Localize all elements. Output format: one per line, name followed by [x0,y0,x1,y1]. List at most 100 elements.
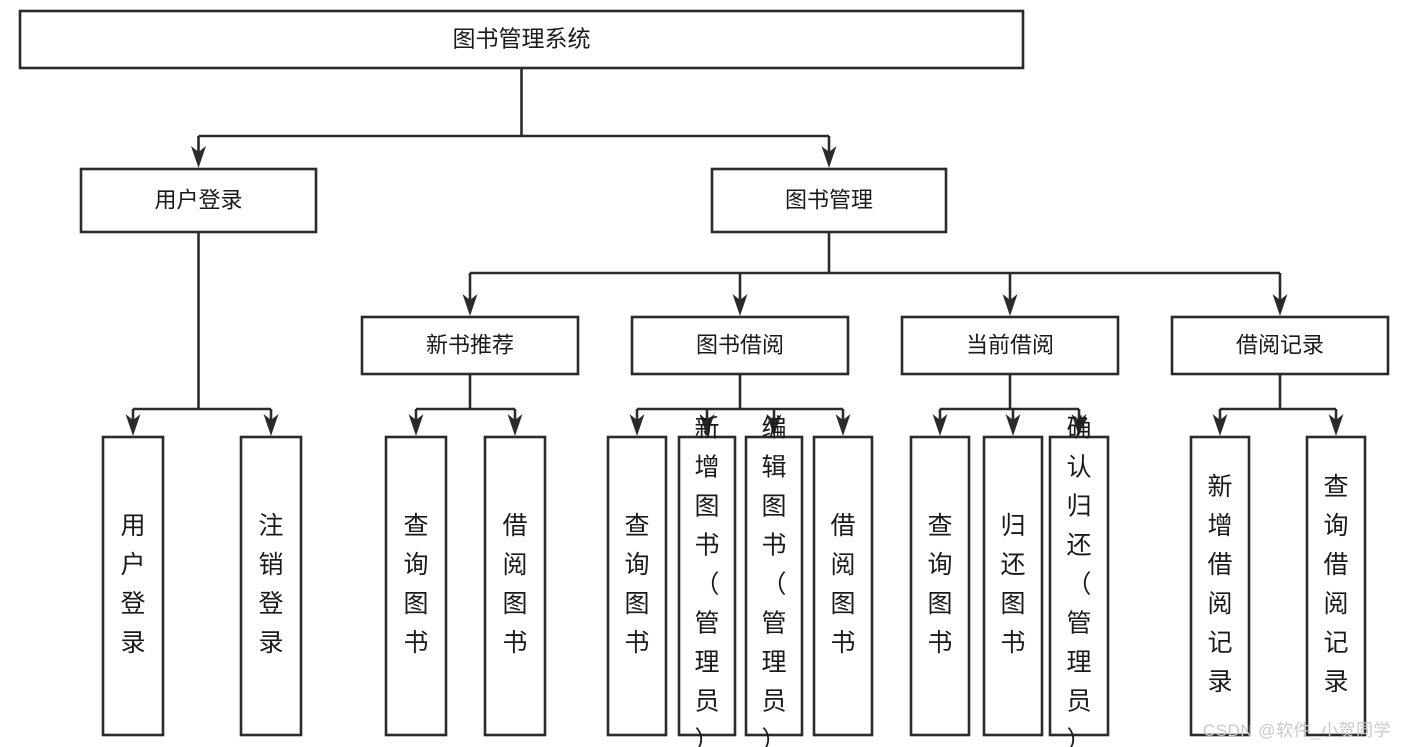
node-box-leaf-borrow-book-2[interactable] [812,435,874,737]
connector-group-book-manage [462,232,1288,316]
node-user-login[interactable]: 用户登录 [79,167,318,234]
label-char: 借 [830,512,855,540]
node-box-leaf-logout[interactable] [239,435,303,737]
arrowhead-user-login [191,146,206,168]
label-char: 还 [1066,532,1091,560]
label-char: 图 [403,590,428,618]
node-box-leaf-confirm-return[interactable] [1048,435,1110,737]
node-label-leaf-user-login: 用户登录 [120,512,145,657]
label-char: 还 [1000,551,1025,579]
node-box-leaf-query-book-3[interactable] [909,435,971,737]
node-label-root: 图书管理系统 [453,26,591,52]
label-char: 询 [1323,512,1348,540]
connector-group-borrow-record [1212,374,1344,436]
label-char: 归 [1000,512,1025,540]
node-current-borrow[interactable]: 当前借阅 [900,315,1120,376]
node-box-new-book-rec[interactable] [360,315,580,376]
node-box-current-borrow[interactable] [900,315,1120,376]
node-box-borrow-record[interactable] [1170,315,1390,376]
label-char: 录 [120,629,145,657]
node-borrow-record[interactable]: 借阅记录 [1170,315,1390,376]
connector-group-user-login [125,232,279,436]
node-box-leaf-edit-book[interactable] [744,435,804,737]
label-char: 注 [258,512,283,540]
label-char: ） [694,727,719,747]
label-char: 认 [1066,454,1091,482]
label-char: 录 [258,629,283,657]
arrowhead-leaf-confirm-return [1071,414,1087,436]
node-box-book-manage[interactable] [710,167,948,234]
label-char: （ [1066,571,1091,599]
node-box-root[interactable] [18,9,1025,70]
node-leaf-user-login[interactable]: 用户登录 [101,435,165,737]
label-char: 新 [1207,473,1232,501]
label-char: 查 [624,512,649,540]
label-char: 查 [403,512,428,540]
node-label-current-borrow: 当前借阅 [966,332,1054,357]
arrowhead-leaf-borrow-book-1 [507,414,523,436]
arrowhead-leaf-user-login [125,414,141,436]
node-book-manage[interactable]: 图书管理 [710,167,948,234]
arrowhead-leaf-query-record [1328,414,1344,436]
node-box-leaf-add-record[interactable] [1189,435,1251,737]
node-box-leaf-query-book-1[interactable] [384,435,448,737]
node-box-leaf-borrow-book-1[interactable] [483,435,547,737]
node-box-book-borrow[interactable] [630,315,850,376]
node-new-book-rec[interactable]: 新书推荐 [360,315,580,376]
label-char: 图 [927,590,952,618]
arrowhead-book-borrow [732,294,748,316]
arrowhead-leaf-return-book [1005,414,1021,436]
node-box-leaf-user-login[interactable] [101,435,165,737]
label-char: 理 [761,649,786,677]
label-char: 书 [502,629,527,657]
label-char: 询 [624,551,649,579]
label-char: 借 [1323,551,1348,579]
arrowhead-new-book-rec [462,294,478,316]
label-char: 员 [761,688,786,716]
label-char: （ [694,571,719,599]
connector-group-new-book-rec [408,374,523,436]
arrowhead-leaf-edit-book [766,414,782,436]
label-char: 员 [694,688,719,716]
label-char: 书 [830,629,855,657]
label-char: 登 [258,590,283,618]
label-char: 询 [403,551,428,579]
node-box-leaf-query-record[interactable] [1305,435,1367,737]
arrowhead-leaf-add-book [699,414,715,436]
connector-group-book-borrow [629,374,851,436]
label-char: 销 [258,551,283,579]
node-box-user-login[interactable] [79,167,318,234]
label-char: 图 [761,493,786,521]
label-char: 书 [1000,629,1025,657]
label-char: 借 [502,512,527,540]
node-box-leaf-query-book-2[interactable] [606,435,668,737]
node-box-leaf-add-book[interactable] [677,435,737,737]
arrowhead-book-manage [821,146,837,168]
label-char: 录 [1207,668,1232,696]
node-layer: 图书管理系统用户登录图书管理新书推荐图书借阅当前借阅借阅记录用户登录注销登录查询… [18,9,1390,747]
label-char: ） [1066,727,1091,747]
node-book-borrow[interactable]: 图书借阅 [630,315,850,376]
label-char: 理 [694,649,719,677]
node-root[interactable]: 图书管理系统 [18,9,1025,70]
node-box-leaf-return-book[interactable] [982,435,1044,737]
label-char: 录 [1323,668,1348,696]
